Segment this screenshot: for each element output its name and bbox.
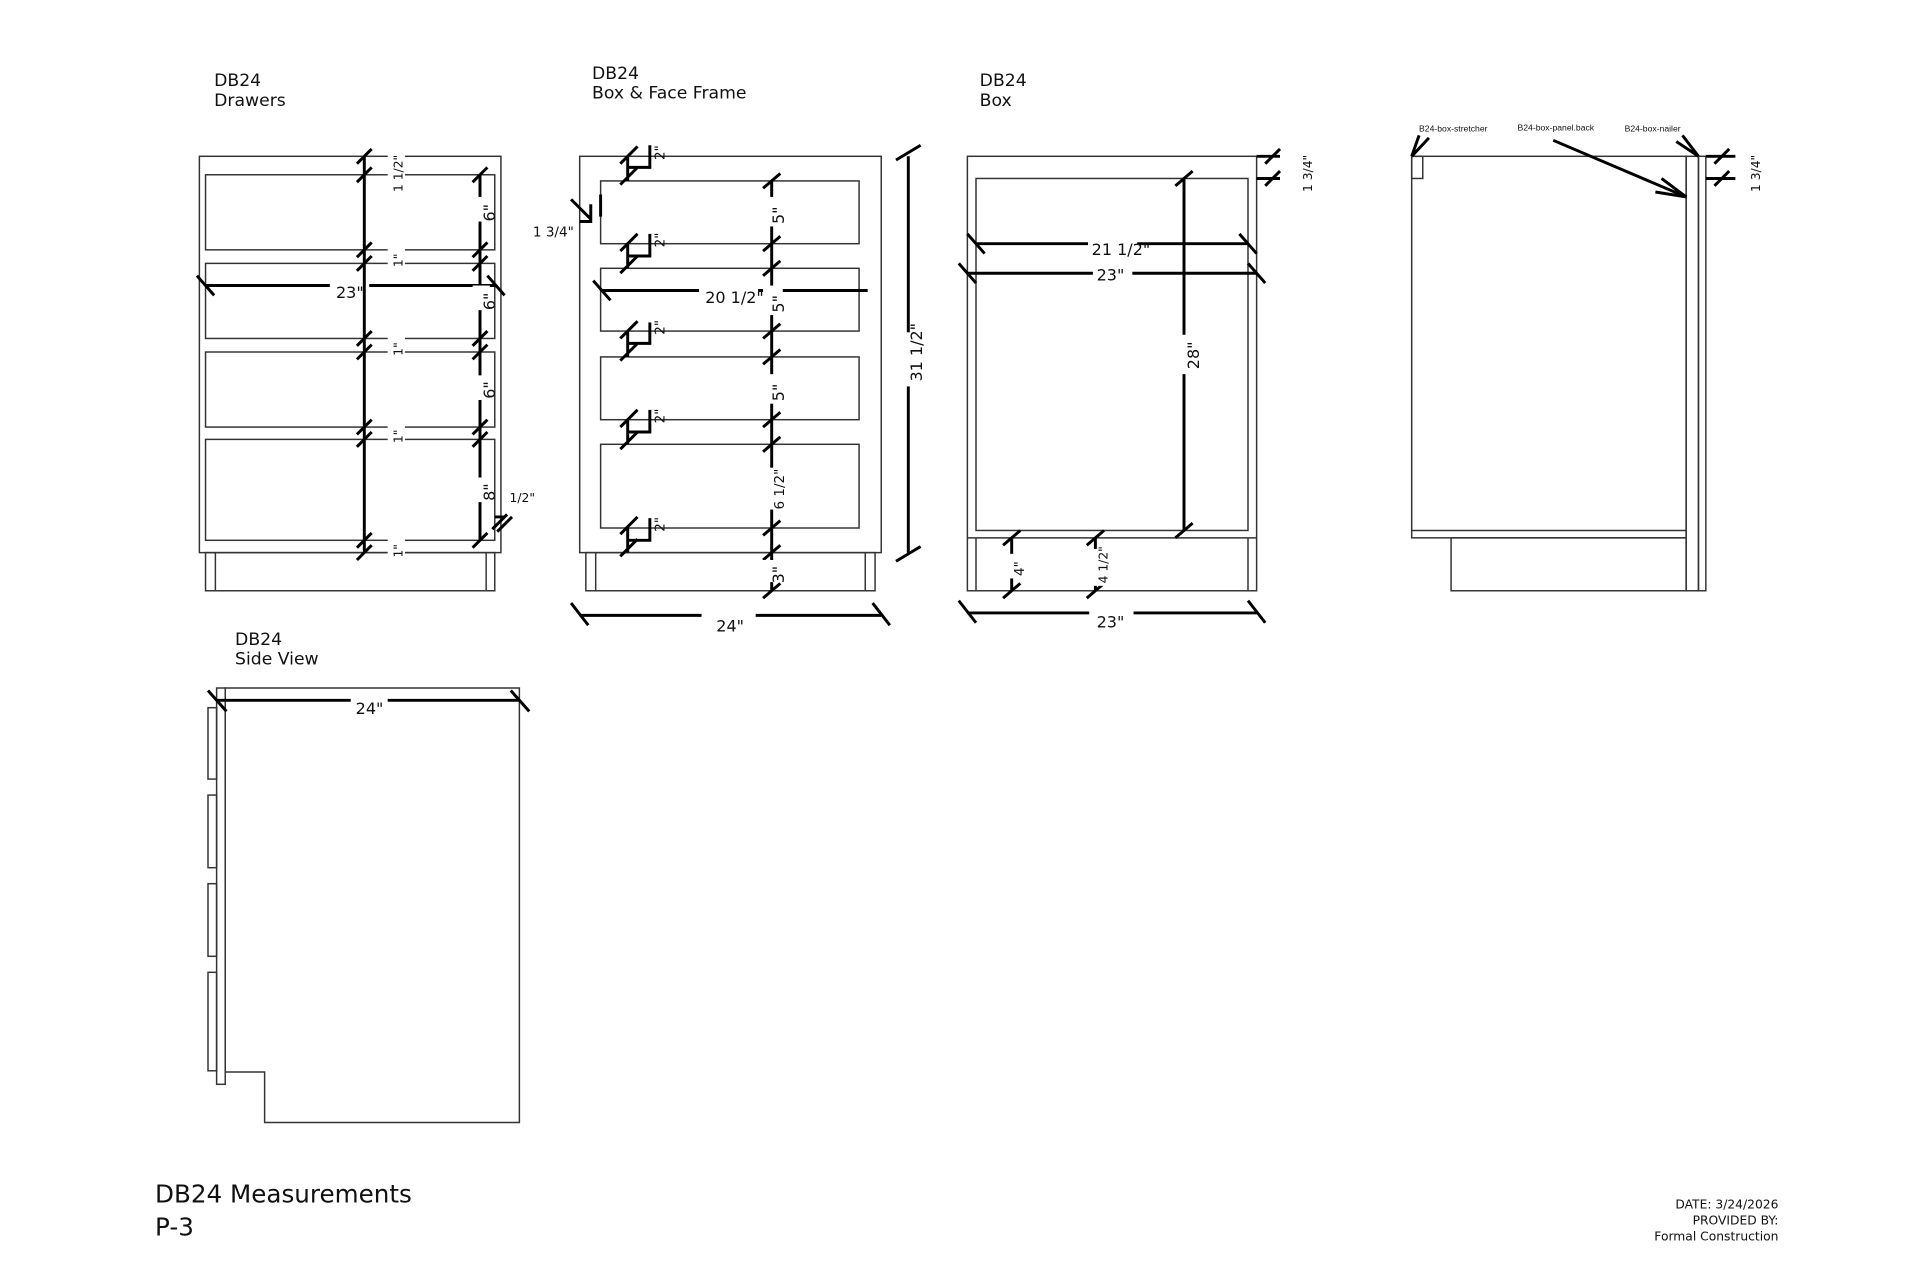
dim-label: 5"	[769, 384, 788, 402]
page-number: P-3	[155, 1213, 194, 1242]
dim-label: 1 3/4"	[1301, 155, 1315, 192]
callout-label: B24-box-stretcher	[1419, 124, 1488, 134]
dim-label: 23"	[336, 283, 364, 302]
drawers-view: DB24 Drawers 23" 6" 6" 6" 8" 1 1/2" 1" 1…	[195, 71, 535, 592]
dim-label: 2"	[653, 320, 669, 335]
view-title: DB24	[980, 71, 1027, 91]
dim-label: 6"	[480, 204, 499, 222]
dim-label: 2"	[653, 145, 669, 160]
view-title: DB24	[592, 64, 639, 84]
box-nailer	[1697, 155, 1707, 592]
company-name: Formal Construction	[1654, 1230, 1778, 1244]
dim-label: 6 1/2"	[772, 469, 788, 510]
dim-label: 21 1/2"	[1092, 240, 1151, 259]
dim-label: 28"	[1184, 342, 1203, 370]
dim-label: 1"	[391, 544, 405, 557]
dim-label: 1 1/2"	[391, 155, 405, 192]
dim-label: 3"	[769, 566, 788, 584]
dim-label: 5"	[769, 295, 788, 313]
callout-label: B24-box-panel.back	[1518, 122, 1595, 132]
view-subtitle: Drawers	[214, 91, 286, 111]
dim-label: 23"	[1097, 613, 1125, 632]
dim-label: 4 1/2"	[1097, 546, 1111, 583]
sheet-title: DB24 Measurements	[155, 1179, 412, 1208]
dim-label: 24"	[716, 616, 744, 635]
dim-label: 1"	[391, 254, 405, 267]
dim-label: 1 3/4"	[533, 224, 574, 240]
dim-label: 6"	[480, 293, 499, 311]
dim-label: 2"	[653, 409, 669, 424]
frame-opening	[599, 356, 860, 421]
dim-label: 1"	[391, 430, 405, 443]
drawer-front	[204, 262, 496, 340]
dim-label: 6"	[480, 381, 499, 399]
box-stretcher	[1410, 155, 1424, 180]
box-side-view: B24-box-stretcher B24-box-panel.back B24…	[1410, 122, 1763, 592]
dim-label: 8"	[480, 483, 499, 501]
dim-label: 23"	[1097, 266, 1125, 285]
drawer-front	[204, 351, 496, 428]
callout-label: B24-box-nailer	[1625, 124, 1681, 134]
date: DATE: 3/24/2026	[1675, 1198, 1778, 1212]
frame-opening	[599, 267, 860, 332]
view-subtitle: Box & Face Frame	[592, 83, 746, 103]
side-view: DB24 Side View 24"	[206, 630, 531, 1124]
dim-label: 2"	[653, 517, 669, 532]
dim-label: 2"	[653, 233, 669, 248]
dim-label: 5"	[769, 206, 788, 224]
view-subtitle: Side View	[235, 650, 319, 670]
dim-label: 20 1/2"	[705, 288, 764, 307]
view-title: DB24	[235, 630, 282, 650]
dim-label: 1"	[391, 342, 405, 355]
dim-label: 1/2"	[510, 491, 535, 505]
box-panel-back	[1685, 155, 1700, 592]
provided-by-label: PROVIDED BY:	[1693, 1214, 1779, 1228]
view-subtitle: Box	[980, 91, 1012, 111]
dim-label: 31 1/2"	[907, 323, 926, 382]
dim-label: 24"	[356, 699, 384, 718]
dim-label: 4"	[1012, 561, 1028, 576]
drawer-front	[204, 438, 496, 542]
view-title: DB24	[214, 71, 261, 91]
dim-label: 1 3/4"	[1749, 155, 1763, 192]
frame-opening	[599, 443, 860, 529]
frame-opening	[599, 180, 860, 245]
face-frame-view: DB24 Box & Face Frame 31 1/2" 24" 20 1/2…	[533, 64, 926, 636]
title-block: DB24 Measurements P-3 DATE: 3/24/2026 PR…	[155, 1179, 1779, 1243]
drawer-front	[204, 174, 496, 251]
box-view: DB24 Box 21 1/2" 23" 28" 23" 4" 4 1/2" 1…	[957, 71, 1315, 632]
